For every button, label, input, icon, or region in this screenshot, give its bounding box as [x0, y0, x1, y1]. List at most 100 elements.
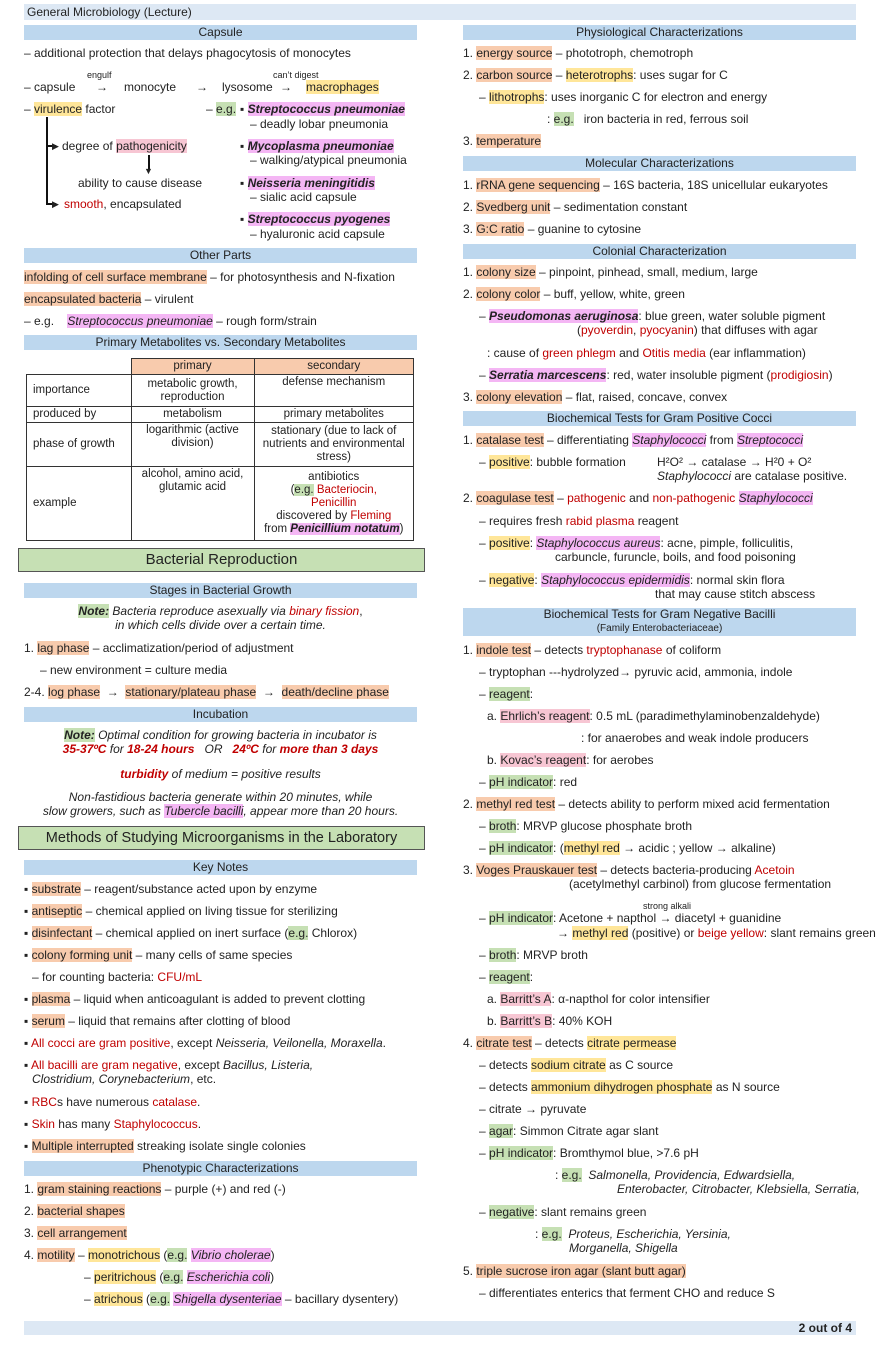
eg-tag: e.g.: [561, 1168, 582, 1182]
positive: positive: [489, 536, 530, 550]
note-text: Bacteria reproduce asexually via: [112, 604, 286, 618]
example-desc: – sialic acid capsule: [250, 190, 357, 204]
ph-indicator: pH indicator: [489, 1146, 554, 1160]
monotrichous: monotrichous: [88, 1248, 161, 1262]
physio-header: Physiological Characterizations: [463, 25, 856, 40]
aureus-desc: : acne, pimple, folliculitis,: [660, 536, 794, 550]
plasma-term: plasma: [31, 992, 71, 1006]
log-phase: log phase: [48, 685, 101, 699]
pyocyanin: pyocyanin: [639, 323, 694, 337]
gram-negative-subtitle: (Family Enterobacteriaceae): [596, 623, 723, 634]
discovered-text: discovered by: [276, 510, 348, 522]
bacilli-rule: All bacilli are gram negative: [30, 1058, 178, 1072]
chlorox-text: Chlorox): [308, 926, 358, 940]
staphylococcus-term: Staphylococcus: [113, 1117, 198, 1131]
table-row: phase of growth logarithmic (active divi…: [26, 422, 414, 467]
ehrlich-reagent: Ehrlich’s reagent: [500, 709, 590, 723]
death-phase: death/decline phase: [281, 685, 389, 699]
table-row: example alcohol, amino acid, glutamic ac…: [26, 466, 414, 541]
vp-desc-2: (acetylmethyl carbinol) from glucose fer…: [569, 877, 832, 891]
colony-size-desc: – pinpoint, pinhead, small, medium, larg…: [535, 265, 758, 279]
positive-text: (positive) or: [628, 926, 698, 940]
colony-elevation: colony elevation: [476, 390, 563, 404]
note-term: colony forming unit: [31, 948, 133, 962]
cell-primary: logarithmic (active division): [130, 422, 255, 467]
binary-fission: binary fission: [289, 604, 360, 618]
arrow-icon: →: [106, 685, 119, 699]
barritt-b: Barritt’s B: [500, 1014, 553, 1028]
bacilli-exceptions-2: Clostridium, Corynebacterium: [32, 1072, 191, 1086]
catalase-term: catalase: [152, 1095, 198, 1109]
bacterial-shapes: bacterial shapes: [37, 1204, 125, 1218]
broth: broth: [489, 819, 517, 833]
serum-desc: – liquid that remains after clotting of …: [64, 1014, 291, 1028]
eg-tag: e.g.: [294, 484, 314, 496]
bracket-line: [46, 117, 48, 205]
plasma-desc: – liquid when anticoagulant is added to …: [70, 992, 366, 1006]
heterotrophs: heterotrophs: [565, 68, 634, 82]
eg-tag: e.g.: [163, 1270, 184, 1284]
n-source-text: as N source: [712, 1080, 780, 1094]
coagulase-test: coagulase test: [476, 491, 554, 505]
cell-secondary: primary metabolites: [253, 406, 414, 423]
nonfastidious-line2a: slow growers, such as: [42, 804, 161, 818]
eg-tag: e.g.: [541, 1227, 562, 1241]
flow-macrophages: macrophages: [306, 80, 379, 94]
nonfastidious-line2c: , appear more than 20 hours.: [243, 804, 399, 818]
strong-alkali-label: strong alkali: [643, 901, 692, 911]
note-tag: Note:: [64, 728, 95, 742]
non-pathogenic: non-pathogenic: [652, 491, 736, 505]
temp-2: 24ºC: [232, 742, 259, 756]
staphylococci: Staphylococci: [657, 469, 732, 483]
lag-phase: lag phase: [37, 641, 90, 655]
note-tag: Note:: [78, 604, 110, 618]
ph-red: : red: [553, 775, 578, 789]
citrate-negative-examples-2: Morganella, Shigella: [569, 1241, 678, 1255]
gram-staining: gram staining reactions: [37, 1182, 162, 1196]
bubble-text: : bubble formation: [529, 455, 626, 469]
col-primary: primary: [130, 358, 255, 375]
page-number: 2 out of 4: [798, 1321, 852, 1335]
kovac-reagent: Kovac’s reagent: [500, 753, 587, 767]
skin-term: Skin: [31, 1117, 55, 1131]
infolding-term: infolding of cell surface membrane: [24, 270, 207, 284]
from-text: from: [264, 523, 288, 535]
ph-indicator: pH indicator: [489, 775, 554, 789]
arrow-icon: →: [280, 80, 292, 94]
row-label: produced by: [26, 406, 132, 423]
svedberg-unit: Svedberg unit: [476, 200, 551, 214]
detects-text: – detects: [479, 1080, 532, 1094]
gc-desc: – guanine to cytosine: [524, 222, 642, 236]
antibiotics-text: antibiotics: [308, 471, 360, 483]
molecular-header: Molecular Characterizations: [463, 156, 856, 171]
example-name: Streptococcus pyogenes: [247, 212, 391, 226]
penicillin: Penicillin: [311, 497, 357, 509]
energy-desc: – phototroph, chemotroph: [552, 46, 694, 60]
arrow-head-icon: ▶: [52, 141, 59, 151]
smooth-term: smooth: [64, 197, 104, 211]
staphylococci: Staphylococci: [632, 433, 707, 447]
bacteriocin: Bacteriocin,: [316, 484, 377, 496]
indole-test: indole test: [476, 643, 532, 657]
from-text: from: [706, 433, 737, 447]
arrow-down-icon: ▼: [144, 166, 153, 176]
ear-text: (ear inflammation): [705, 346, 806, 360]
citrate-negative-examples: Proteus, Escherichia, Yersinia,: [568, 1227, 731, 1241]
degree-text: degree of: [62, 139, 113, 153]
voges-prauskauer-test: Voges Prauskauer test: [476, 863, 598, 877]
row-label: example: [26, 466, 132, 541]
encapsulated-text: , encapsulated: [103, 197, 182, 211]
citrate-permease: citrate permease: [587, 1036, 677, 1050]
note-text: – chemical applied on inert surface (: [92, 926, 289, 940]
pseudo-desc: : blue green, water soluble pigment: [638, 309, 826, 323]
note-term: disinfectant: [31, 926, 93, 940]
pyoverdin: pyoverdin: [581, 323, 634, 337]
cfu-unit: CFU/mL: [157, 970, 203, 984]
positive: positive: [489, 455, 530, 469]
tryptophanase-desc: of coliform: [662, 643, 722, 657]
or-text: OR: [204, 742, 223, 756]
ehrlich-desc-2: : for anaerobes and weak indole producer…: [581, 731, 809, 745]
row-label: importance: [26, 374, 132, 407]
tryptophanase: tryptophanase: [586, 643, 663, 657]
rough-form-desc: – rough form/strain: [212, 314, 317, 328]
